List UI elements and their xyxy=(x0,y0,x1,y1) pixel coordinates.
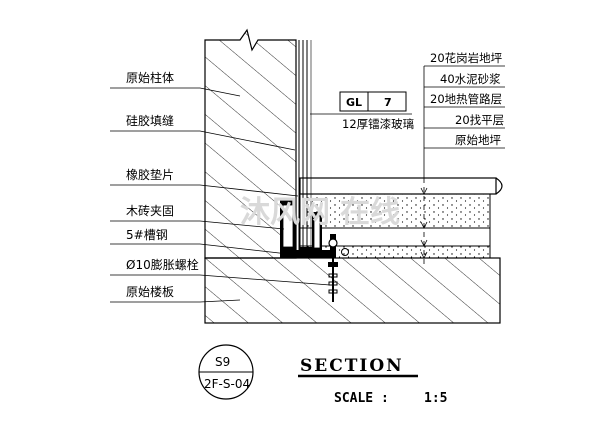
watermark: 沐风网 在线 xyxy=(240,195,400,230)
label-channel: 5#槽钢 xyxy=(126,228,168,242)
watermark-text: 沐风网 xyxy=(240,195,330,230)
label-wood: 木砖夹固 xyxy=(126,203,174,218)
glass-tag: GL 7 12厚镭漆玻璃 xyxy=(310,91,414,131)
label-slab: 原始楼板 xyxy=(126,284,174,299)
granite-layer xyxy=(299,177,497,195)
right-leaders xyxy=(423,65,505,178)
rubber-pad xyxy=(300,247,312,251)
label-floor: 原始地坪 xyxy=(455,133,501,147)
floor-layers xyxy=(299,177,503,268)
section-sheet: 2F-S-04 xyxy=(204,377,250,391)
label-bolt: Ø10膨胀螺栓 xyxy=(126,257,199,272)
mortar-layer xyxy=(299,193,491,229)
channel-steel xyxy=(280,250,336,258)
label-silicone: 硅胶填缝 xyxy=(126,113,174,128)
label-heating: 20地热管路层 xyxy=(430,92,502,106)
label-rubber: 橡胶垫片 xyxy=(126,167,174,182)
floor-slab xyxy=(204,257,501,324)
watermark-text-second: 在线 xyxy=(340,195,400,230)
glass-panel xyxy=(298,40,312,255)
glass-description: 12厚镭漆玻璃 xyxy=(342,117,414,131)
granite-break xyxy=(495,177,503,195)
label-column: 原始柱体 xyxy=(126,70,174,85)
section-number: S9 xyxy=(215,355,230,369)
label-mortar: 40水泥砂浆 xyxy=(440,72,501,86)
section-ref: S9 2F-S-04 xyxy=(198,344,254,400)
label-granite: 20花岗岩地坪 xyxy=(430,51,503,65)
scale-label: SCALE : xyxy=(334,391,389,406)
glass-tag-code: GL xyxy=(346,96,362,109)
drawing-title: SECTION xyxy=(300,356,404,376)
left-leaders xyxy=(110,87,331,303)
label-leveling: 20找平层 xyxy=(455,113,504,127)
glass-tag-number: 7 xyxy=(384,96,392,109)
fixing-assembly xyxy=(280,200,349,302)
scale-value: 1:5 xyxy=(424,391,447,406)
